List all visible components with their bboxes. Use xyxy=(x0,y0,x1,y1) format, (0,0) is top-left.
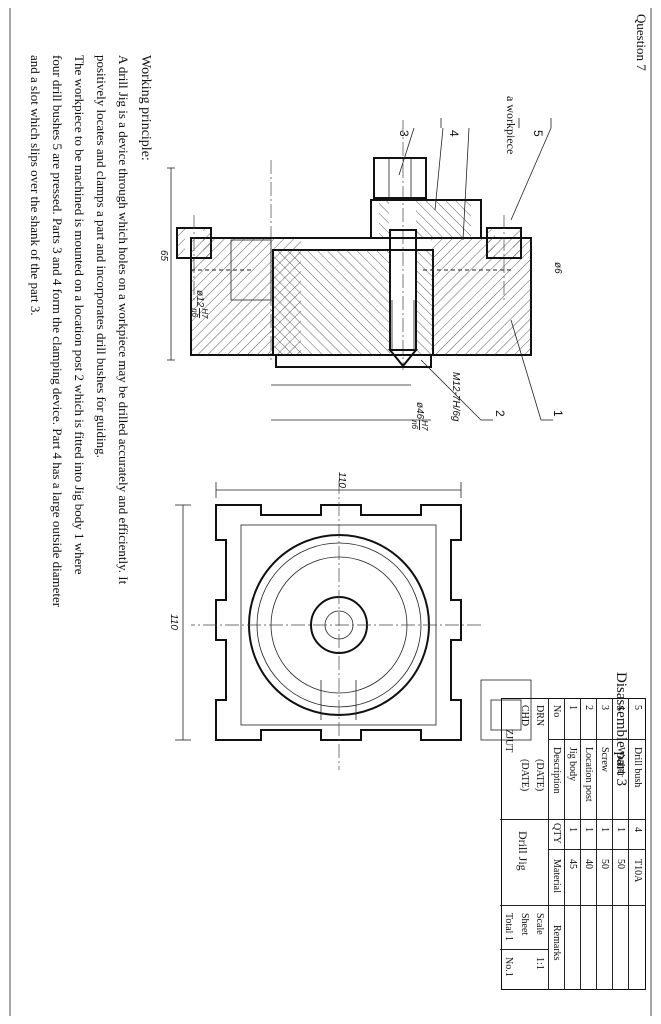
balloon-2: 2 xyxy=(493,410,507,417)
parts-list-table: 5 Drill bush 4 T10A 4 Washer 1 50 3 Scre… xyxy=(500,698,646,990)
drawing-name: Drill Jig xyxy=(516,831,530,871)
dim-hole-dia: ø6 xyxy=(552,262,563,274)
screw-head xyxy=(373,157,427,199)
principle-line-1: A drill Jig is a device through which ho… xyxy=(116,55,131,585)
parts-header-row: No Description QTY Material Remarks xyxy=(551,699,565,989)
principle-line-2: positively locates and clamps a part and… xyxy=(94,55,109,458)
bush-plan xyxy=(480,679,532,741)
dim-plan-height: 110 xyxy=(336,472,347,488)
jig-body-outline xyxy=(215,504,462,741)
parts-row-3: 3 Screw 1 50 xyxy=(599,699,613,989)
section-view xyxy=(167,118,553,421)
principle-heading: Working principle: xyxy=(138,55,153,161)
balloon-4: 4 xyxy=(447,130,461,137)
balloon-5: 5 xyxy=(531,130,545,137)
dim-thread: M12-7H/6g xyxy=(450,372,461,422)
plan-view xyxy=(175,480,532,770)
workpiece xyxy=(230,239,272,301)
principle-line-3: The workpiece to be machined is mounted … xyxy=(72,55,87,575)
question-label: Question 7 xyxy=(634,14,649,71)
title-block: DRN (DATE) CHD (DATE) ZJUT Drill Jig Sca… xyxy=(503,699,549,989)
dim-height: 65 xyxy=(158,250,169,262)
balloon-3: 3 xyxy=(397,130,411,137)
parts-row-1: 1 Jig body 1 45 xyxy=(567,699,581,989)
parts-row-4: 4 Washer 1 50 xyxy=(615,699,629,989)
principle-line-5: and a slot which slips over the shank of… xyxy=(28,55,43,316)
parts-row-2: 2 Location post 1 40 xyxy=(583,699,597,989)
dim-plan-width: 110 xyxy=(168,614,179,630)
principle-line-4: four drill bushes 5 are pressed. Parts 3… xyxy=(50,55,65,608)
balloon-workpiece: a workpiece xyxy=(504,96,518,155)
balloon-1: 1 xyxy=(551,410,565,417)
